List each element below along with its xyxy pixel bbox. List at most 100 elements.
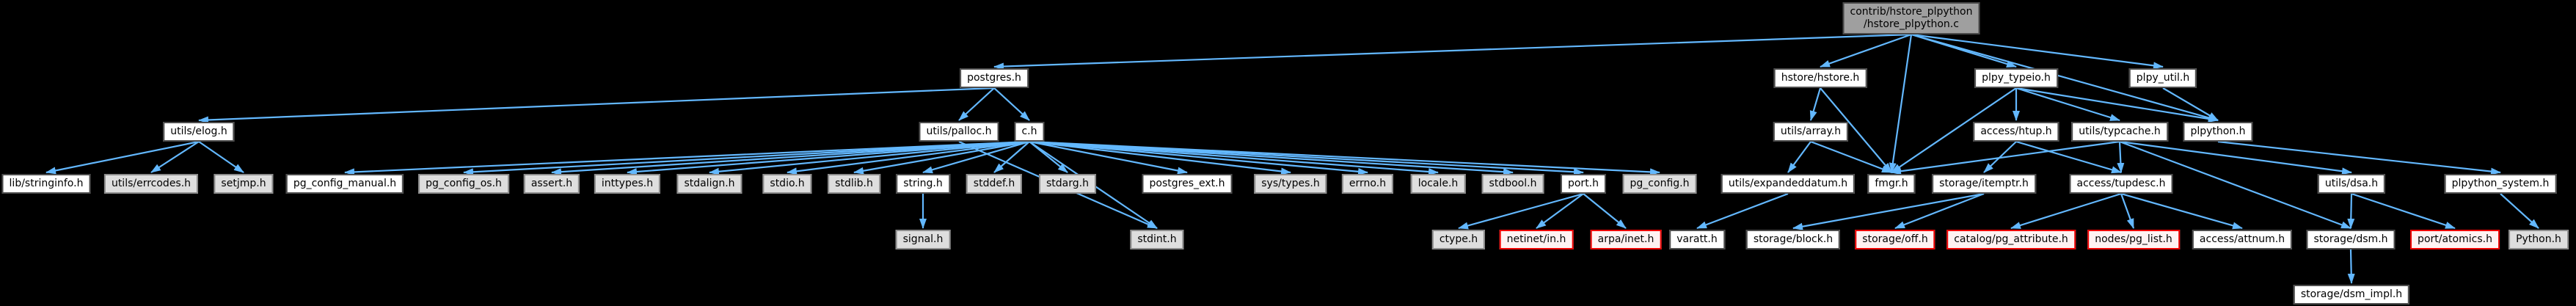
node-stdbool-h: stdbool.h [1481, 174, 1544, 194]
edge-c-h--sys-types-h [1029, 140, 1291, 175]
edge-plpy-typeio-h--utils-typcache-h [2015, 87, 2120, 122]
edge-hstore-plpython-c--hstore-hstore-h [1820, 33, 1912, 68]
node-lib-stringinfo-h[interactable]: lib/stringinfo.h [1, 174, 91, 194]
node-pg-config-os-h: pg_config_os.h [418, 174, 509, 194]
node-sys-types-h: sys/types.h [1254, 174, 1327, 194]
node-storage-block-h[interactable]: storage/block.h [1745, 230, 1841, 249]
node-port-h[interactable]: port.h [1560, 174, 1607, 194]
edge-hstore-plpython-c--postgres-h [993, 33, 1912, 70]
edge-utils-elog-h--lib-stringinfo-h [45, 140, 200, 175]
node-access-tupdesc-h[interactable]: access/tupdesc.h [2069, 174, 2173, 194]
edge-access-tupdesc-h--catalog-pg-attribute-h [2010, 192, 2122, 230]
node-signal-h: signal.h [895, 230, 951, 249]
node-ctype-h: ctype.h [1431, 230, 1486, 249]
node-utils-palloc-h[interactable]: utils/palloc.h [919, 122, 999, 142]
edge-utils-typcache-h--storage-dsm-h [2119, 140, 2351, 230]
node-stddef-h: stddef.h [966, 174, 1023, 194]
node-utils-dsa-h[interactable]: utils/dsa.h [2317, 174, 2386, 194]
node-postgres-h[interactable]: postgres.h [960, 68, 1029, 88]
node-utils-typcache-h[interactable]: utils/typcache.h [2071, 122, 2168, 142]
node-storage-dsm-impl-h[interactable]: storage/dsm_impl.h [2293, 285, 2410, 305]
edge-port-h--ctype-h [1458, 192, 1584, 230]
node-port-atomics-h[interactable]: port/atomics.h [2410, 230, 2500, 249]
edge-utils-elog-h--utils-errcodes-h [150, 141, 200, 173]
edge-access-htup-h--access-tupdesc-h [2015, 140, 2122, 174]
node-storage-itemptr-h[interactable]: storage/itemptr.h [1932, 174, 2036, 194]
node-varatt-h[interactable]: varatt.h [1669, 230, 1725, 249]
edge-utils-typcache-h--fmgr-h [1891, 140, 2120, 175]
edge-c-h--pg-config-manual-h [344, 140, 1030, 176]
edge-utils-dsa-h--port-atomics-h [2351, 192, 2456, 230]
edge-c-h--inttypes-h [627, 140, 1030, 175]
node-utils-array-h[interactable]: utils/array.h [1773, 122, 1849, 142]
node-pg-config-h: pg_config.h [1622, 174, 1697, 194]
node-storage-dsm-h[interactable]: storage/dsm.h [2306, 230, 2396, 249]
node-storage-off-h[interactable]: storage/off.h [1855, 230, 1935, 249]
edge-c-h--string-h [922, 140, 1030, 174]
edge-hstore-plpython-c--plpython-h [1911, 33, 2219, 122]
node-stdarg-h: stdarg.h [1039, 174, 1096, 194]
node-access-htup-h[interactable]: access/htup.h [1973, 122, 2059, 142]
node-utils-errcodes-h: utils/errcodes.h [103, 174, 199, 194]
edge-hstore-hstore-h--utils-array-h [1809, 87, 1822, 121]
edge-postgres-h--c-h [993, 87, 1030, 121]
node-fmgr-h[interactable]: fmgr.h [1867, 174, 1916, 194]
node-plpython-h[interactable]: plpython.h [2183, 122, 2253, 142]
edge-c-h--pg-config-h [1029, 140, 1660, 176]
node-arpa-inet-h[interactable]: arpa/inet.h [1590, 230, 1662, 249]
edge-c-h--postgres-ext-h [1029, 140, 1188, 175]
node-label-line: /hstore_plpython.c [1864, 18, 1959, 30]
edge-utils-array-h--fmgr-h [1810, 140, 1892, 174]
edge-utils-typcache-h--utils-dsa-h [2119, 140, 2352, 175]
edge-c-h--errno-h [1029, 140, 1368, 175]
edge-c-h--stdalign-h [709, 140, 1030, 175]
edge-c-h--assert-h [551, 140, 1030, 176]
edge-plpython-system-h--python-h [2500, 193, 2539, 229]
node-label-line: contrib/hstore_plpython [1850, 6, 1973, 18]
node-locale-h: locale.h [1410, 174, 1466, 194]
node-setjmp-h: setjmp.h [214, 174, 274, 194]
node-catalog-pg-attribute-h[interactable]: catalog/pg_attribute.h [1946, 230, 2076, 249]
node-utils-elog-h[interactable]: utils/elog.h [163, 122, 235, 142]
edge-utils-elog-h--setjmp-h [198, 141, 244, 173]
node-stdalign-h: stdalign.h [676, 174, 742, 194]
node-assert-h: assert.h [523, 174, 580, 194]
node-python-h: Python.h [2509, 230, 2569, 249]
node-errno-h: errno.h [1341, 174, 1394, 194]
edge-utils-typcache-h--access-tupdesc-h [2117, 141, 2125, 173]
edge-c-h--stddef-h [993, 141, 1030, 173]
edge-utils-array-h--utils-expandeddatum-h [1787, 141, 1811, 173]
node-access-attnum-h[interactable]: access/attnum.h [2192, 230, 2293, 249]
node-hstore-hstore-h[interactable]: hstore/hstore.h [1773, 68, 1867, 88]
edge-postgres-h--utils-palloc-h [958, 87, 995, 121]
node-stdint-h: stdint.h [1130, 230, 1184, 249]
node-plpy-typeio-h[interactable]: plpy_typeio.h [1974, 68, 2058, 88]
edge-port-h--arpa-inet-h [1583, 193, 1627, 229]
node-netinet-in-h[interactable]: netinet/in.h [1499, 230, 1574, 249]
node-plpython-system-h[interactable]: plpython_system.h [2444, 174, 2557, 194]
edge-c-h--stdio-h [787, 140, 1030, 175]
node-utils-expandeddatum-h[interactable]: utils/expandeddatum.h [1721, 174, 1856, 194]
edge-postgres-h--utils-elog-h [198, 87, 995, 124]
edge-c-h--stdlib-h [853, 140, 1030, 175]
node-inttypes-h: inttypes.h [594, 174, 661, 194]
edge-hstore-hstore-h--fmgr-h [1820, 87, 1892, 173]
node-stdio-h: stdio.h [762, 174, 812, 194]
edge-port-h--netinet-in-h [1536, 193, 1584, 229]
edge-plpy-util-h--plpython-h [2162, 87, 2219, 121]
node-stdlib-h: stdlib.h [828, 174, 880, 194]
edge-hstore-plpython-c--plpy-util-h [1911, 33, 2164, 70]
node-nodes-pg-list-h[interactable]: nodes/pg_list.h [2087, 230, 2180, 249]
node-plpy-util-h[interactable]: plpy_util.h [2128, 68, 2197, 88]
node-pg-config-manual-h[interactable]: pg_config_manual.h [285, 174, 404, 194]
edge-storage-itemptr-h--storage-off-h [1894, 192, 1985, 230]
node-c-h[interactable]: c.h [1014, 122, 1045, 142]
node-string-h[interactable]: string.h [896, 174, 950, 194]
edge-plpython-h--plpython-system-h [2217, 140, 2501, 175]
node-hstore-plpython-c: contrib/hstore_plpython/hstore_plpython.… [1842, 2, 1980, 34]
edge-c-h--pg-config-os-h [463, 140, 1030, 176]
node-postgres-ext-h[interactable]: postgres_ext.h [1142, 174, 1233, 194]
edge-plpy-typeio-h--fmgr-h [1891, 87, 2017, 173]
